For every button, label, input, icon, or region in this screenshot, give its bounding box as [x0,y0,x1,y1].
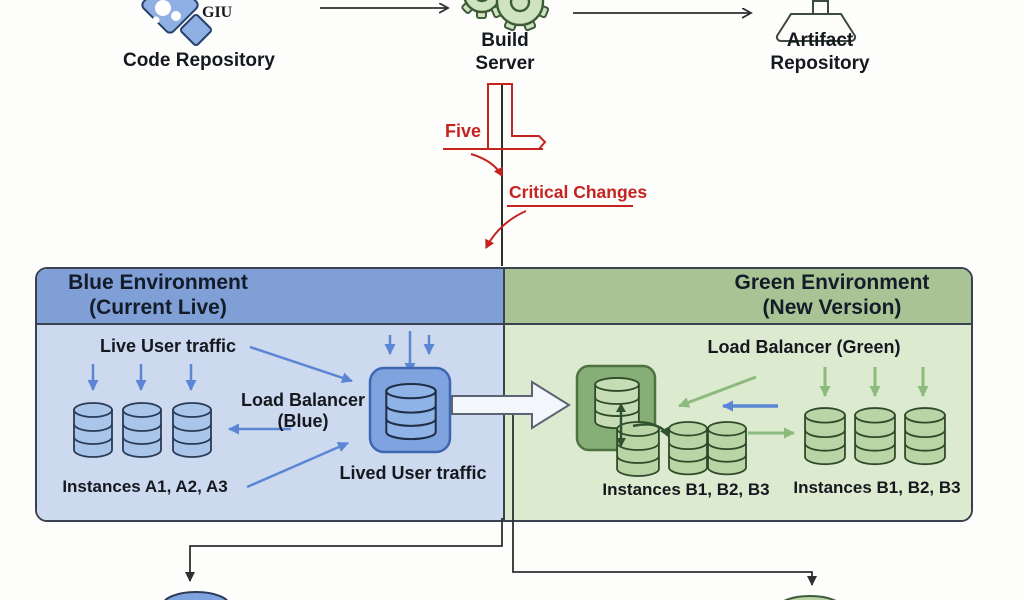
red-arrow-to-line [470,153,503,177]
repository-tray-icon [775,0,857,42]
blue-environment-header [37,269,503,325]
connector-to-blue-ellipse [164,518,503,600]
database-cylinder-icon [668,421,708,476]
database-cylinder-icon [854,407,896,466]
build-server-label: Build Server [475,30,535,74]
database-cylinder-icon [172,402,212,458]
instances-b-right-label: Instances B1, B2, B3 [793,478,961,497]
instances-b-left-label: Instances B1, B2, B3 [602,480,770,499]
git-diamond-icon [141,0,213,47]
green-sync-arrows [616,403,670,447]
instance-cylinders-a [73,402,212,458]
instance-cylinders-b-left [668,421,747,476]
live-user-traffic-label: Live User traffic [99,336,237,356]
giu-icon-label: GIU [202,4,233,21]
load-balancer-blue-label: Load Balancer (Blue) [240,390,366,431]
instance-cylinders-b-right [804,407,946,466]
switch-traffic-arrow [451,380,571,430]
instances-a-label: Instances A1, A2, A3 [62,477,228,496]
gears-icon [461,0,550,32]
database-cylinder-icon [904,407,946,466]
annotation-critical-changes: Critical Changes [509,182,648,202]
database-cylinder-icon [594,376,640,430]
database-cylinder-icon [804,407,846,466]
database-cylinder-icon [616,421,660,477]
database-cylinder-icon [73,402,113,458]
green-target-ellipse [783,595,837,600]
red-arrow-to-environments [485,210,527,249]
connector-to-green-ellipse [512,415,837,600]
blue-environment-title: Blue Environment (Current Live) [68,271,248,319]
load-balancer-green-label: Load Balancer (Green) [707,337,901,357]
blue-target-ellipse [164,591,228,600]
green-traffic-arrows [678,367,929,439]
annotation-five: Five [445,121,482,141]
artifact-repository-label: Artifact Repository [770,30,870,74]
blue-traffic-arrows [87,331,435,489]
code-repository-label: Code Repository [122,50,276,71]
green-environment-header [505,269,971,325]
red-boot-outline [487,83,547,150]
database-cylinder-icon [122,402,162,458]
lived-user-traffic-label: Lived User traffic [339,463,487,483]
red-annotation-shapes [443,83,633,249]
database-cylinder-icon [384,382,438,441]
blue-environment-box [37,269,505,520]
green-environment-title: Green Environment (New Version) [734,271,930,319]
database-cylinder-icon [707,421,747,476]
